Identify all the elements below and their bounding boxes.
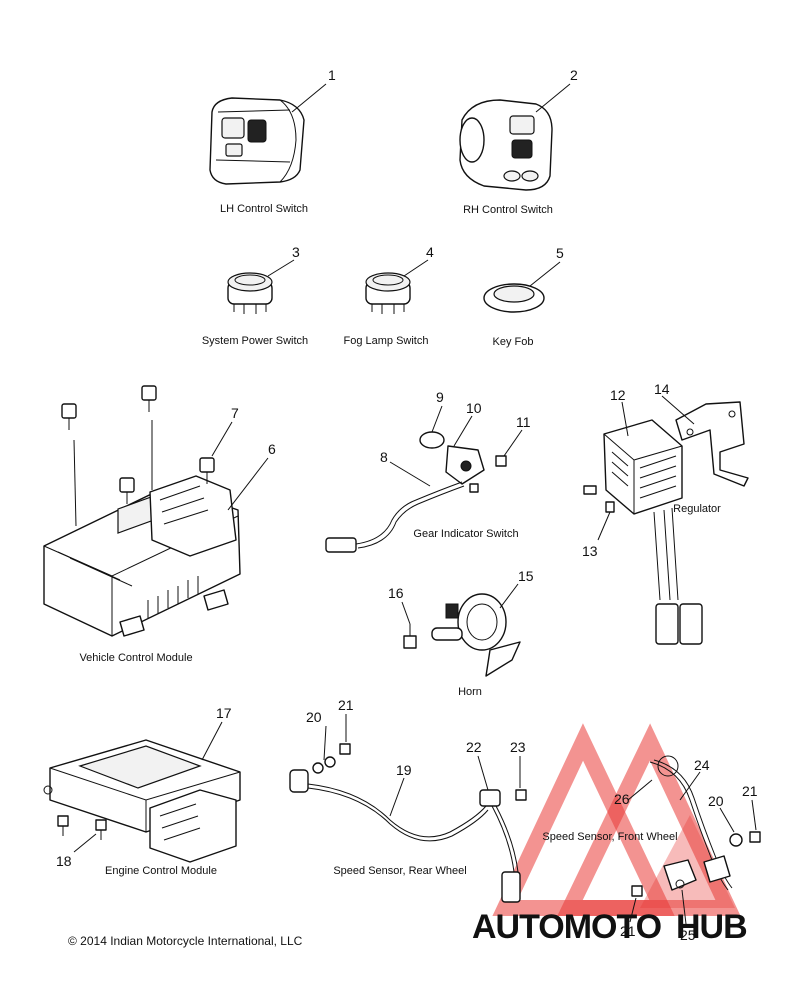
part-caption: Vehicle Control Module [79,652,192,664]
watermark-red-text: AUTOMOTO [472,908,662,946]
part-caption: Regulator [673,503,721,515]
part-caption: Key Fob [493,336,534,348]
rh-control-switch [459,99,553,191]
callout-number: 22 [466,739,482,755]
callout-number: 17 [216,705,232,721]
callout-number: 8 [380,449,388,465]
part-caption: Speed Sensor, Front Wheel [542,831,677,843]
callout-number: 10 [466,400,482,416]
callout-number: 3 [292,244,300,260]
callout-number: 24 [694,757,710,773]
callout-number: 14 [654,381,670,397]
callout-number: 21 [742,783,758,799]
part-caption: Fog Lamp Switch [344,335,429,347]
key-fob [483,283,545,313]
callout-number: 9 [436,389,444,405]
system-power-switch [227,272,273,314]
fog-lamp-switch [365,272,411,314]
copyright-notice: © 2014 Indian Motorcycle International, … [68,934,303,948]
callout-number: 19 [396,762,412,778]
callout-number: 16 [388,585,404,601]
callout-number: 5 [556,245,564,261]
callout-number: 20 [708,793,724,809]
ecm-mounting-bolts [57,815,107,840]
part-caption: LH Control Switch [220,203,308,215]
speed-sensor-front-wheel [631,755,761,897]
watermark-text: AUTOMOTO HUB [472,908,748,946]
speed-sensor-rear-wheel [289,743,527,903]
part-caption: RH Control Switch [463,204,553,216]
callout-number: 23 [510,739,526,755]
callout-number: 13 [582,543,598,559]
regulator [583,419,703,645]
vehicle-control-module [43,475,241,637]
part-caption: Horn [458,686,482,698]
gear-indicator-switch [325,431,507,553]
callout-number: 12 [610,387,626,403]
part-caption: Gear Indicator Switch [413,528,518,540]
callout-number: 25 [680,927,696,943]
callout-number: 6 [268,441,276,457]
callout-number: 15 [518,568,534,584]
callout-number: 2 [570,67,578,83]
callout-number: 1 [328,67,336,83]
watermark-orange-text: HUB [676,908,747,946]
lh-control-switch [209,97,305,185]
callout-number: 26 [614,791,630,807]
horn [431,593,521,677]
engine-control-module [43,739,241,863]
callout-number: 21 [620,923,636,939]
callout-number: 7 [231,405,239,421]
callout-number: 11 [516,414,531,430]
part-caption: Speed Sensor, Rear Wheel [333,865,466,877]
callout-number: 18 [56,853,72,869]
callout-number: 21 [338,697,354,713]
horn-bolt [403,624,417,649]
callout-number: 4 [426,244,434,260]
part-caption: System Power Switch [202,335,308,347]
vcm-mounting-bolts [61,385,215,527]
regulator-bracket [675,401,749,487]
part-caption: Engine Control Module [105,865,217,877]
callout-number: 20 [306,709,322,725]
